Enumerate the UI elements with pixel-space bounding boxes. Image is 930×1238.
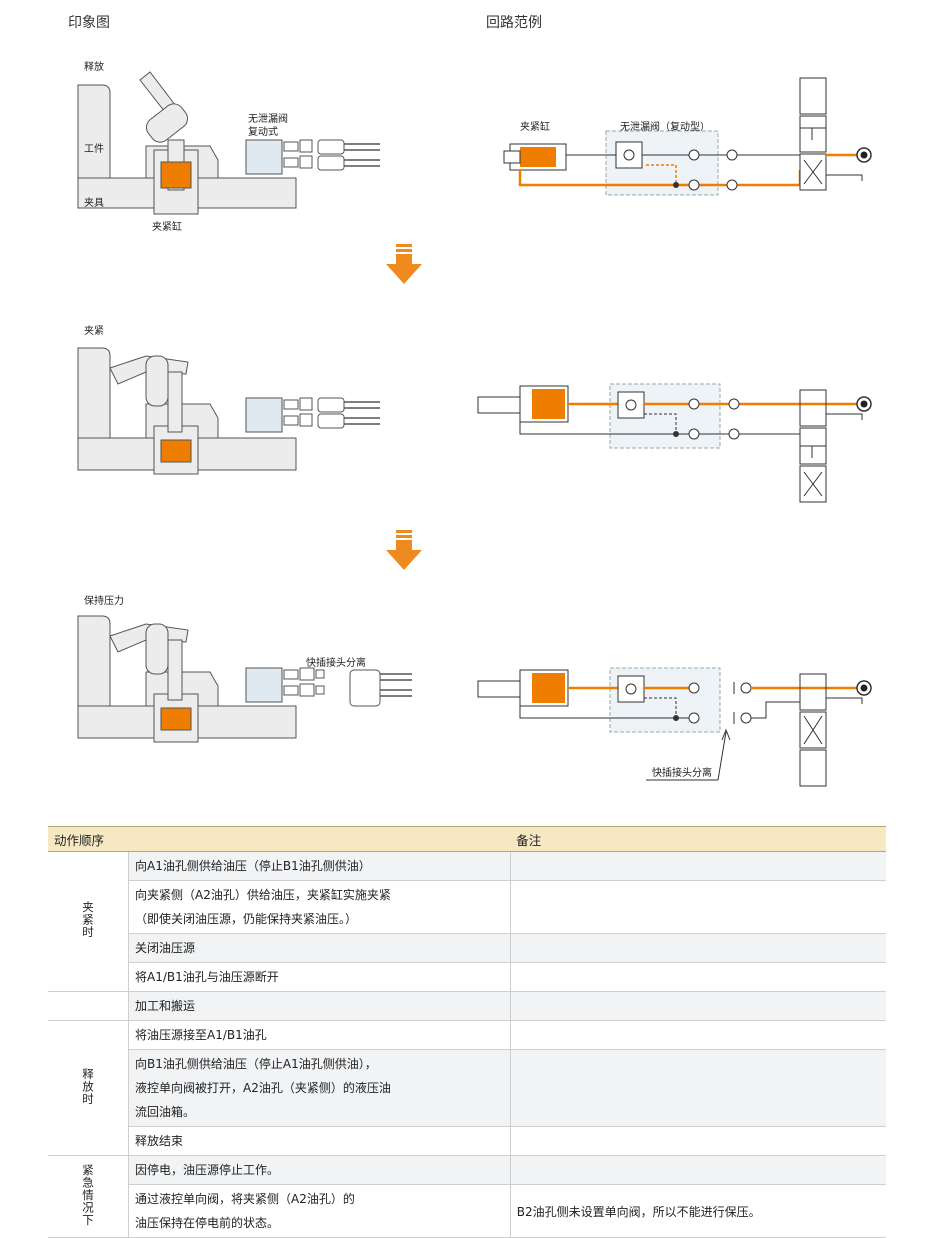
- step-cell: 向夹紧侧（A2油孔）供给油压，夹紧缸实施夹紧 （即使关闭油压源，仍能保持夹紧油压。…: [128, 880, 511, 934]
- step-cell: 将A1/B1油孔与油压源断开: [128, 962, 511, 992]
- note-cell: [510, 933, 886, 963]
- stage3-title: 保持压力: [84, 596, 124, 607]
- col-header-sequence: 动作顺序: [48, 826, 511, 852]
- step-text: 将油压源接至A1/B1油孔: [135, 1028, 267, 1042]
- group-label-cell: 紧急情况下: [48, 1155, 129, 1238]
- step-cell: 关闭油压源: [128, 933, 511, 963]
- col-header-note: 备注: [510, 826, 886, 852]
- table-row: 夹紧时 向A1油孔侧供给油压（停止B1油孔侧供油）: [48, 851, 886, 992]
- table-row: 释放时 将油压源接至A1/B1油孔: [48, 1020, 886, 1156]
- step-cell: 释放结束: [128, 1126, 511, 1156]
- step-cell: 向A1油孔侧供给油压（停止B1油孔侧供油）: [128, 851, 511, 881]
- step-cell: 通过液控单向阀，将夹紧侧（A2油孔）的油压保持在停电前的状态。: [128, 1184, 511, 1238]
- table-row: 向B1油孔侧供给油压（停止A1油孔侧供油）， 液控单向阀被打开，A2油孔（夹紧侧）…: [48, 1049, 886, 1127]
- step-text: 加工和搬运: [135, 999, 196, 1013]
- table-row: 通过液控单向阀，将夹紧侧（A2油孔）的油压保持在停电前的状态。B2油孔侧未设置单…: [48, 1184, 886, 1238]
- table-row: 加工和搬运: [48, 991, 886, 1021]
- group-label: 紧急情况下: [81, 1163, 95, 1227]
- arrow-down-icon: [386, 244, 422, 284]
- step-text: 释放结束: [135, 1134, 184, 1148]
- valve-label-1: 无泄漏阀: [248, 114, 288, 125]
- circuit-valve-label: 无泄漏阀（复动型）: [620, 122, 710, 133]
- note-cell: [510, 1049, 886, 1127]
- group-label-cell: 夹紧时: [48, 851, 129, 992]
- step-text: 向夹紧侧（A2油孔）供给油压，夹紧缸实施夹紧: [135, 888, 391, 902]
- fixture-label: 夹具: [84, 198, 104, 209]
- group-label: 释放时: [81, 1067, 95, 1106]
- step-text: （即使关闭油压源，仍能保持夹紧油压。）: [135, 912, 358, 926]
- step-text: 向A1油孔侧供给油压（停止B1油孔侧供油）: [135, 859, 371, 873]
- step-text: 流回油箱。: [135, 1105, 196, 1119]
- step-text: 关闭油压源: [135, 941, 196, 955]
- note-cell: [510, 1155, 886, 1185]
- step-text: 将A1/B1油孔与油压源断开: [135, 970, 279, 984]
- operation-sequence-table: 动作顺序 备注 夹紧时 向A1油孔侧供给油压（停止B1油孔侧供油） 向夹紧侧（A2油…: [48, 826, 886, 1238]
- separate-label: 快插接头分离: [306, 658, 366, 669]
- circuit-cylinder-label: 夹紧缸: [520, 122, 550, 133]
- step-text: 因停电，油压源停止工作。: [135, 1163, 280, 1177]
- note-cell: [510, 962, 886, 992]
- table-row: 释放结束: [48, 1126, 886, 1156]
- table-row: 关闭油压源: [48, 933, 886, 963]
- circuit-heading: 回路范例: [486, 15, 542, 31]
- table-row: 紧急情况下 因停电，油压源停止工作。: [48, 1155, 886, 1238]
- group-label-cell: 释放时: [48, 1020, 129, 1156]
- group-label-cell: [48, 991, 129, 1021]
- note-cell: B2油孔侧未设置单向阀，所以不能进行保压。: [510, 1184, 886, 1238]
- workpiece-label: 工件: [84, 144, 104, 155]
- step-cell: 向B1油孔侧供给油压（停止A1油孔侧供油）， 液控单向阀被打开，A2油孔（夹紧侧）…: [128, 1049, 511, 1127]
- circuit-separate-label: 快插接头分离: [652, 768, 712, 779]
- step-cell: 将油压源接至A1/B1油孔: [128, 1020, 511, 1050]
- note-cell: [510, 880, 886, 934]
- note-cell: [510, 1020, 886, 1050]
- impression-heading: 印象图: [68, 15, 110, 31]
- arrow-down-icon: [386, 530, 422, 570]
- step-cell: 因停电，油压源停止工作。: [128, 1155, 511, 1185]
- note-cell: [510, 991, 886, 1021]
- note-cell: [510, 1126, 886, 1156]
- step-text: 油压保持在停电前的状态。: [135, 1216, 280, 1230]
- valve-label-2: 复动式: [248, 127, 278, 138]
- step-text: 液控单向阀被打开，A2油孔（夹紧侧）的液压油: [135, 1081, 391, 1095]
- table-row: 向夹紧侧（A2油孔）供给油压，夹紧缸实施夹紧 （即使关闭油压源，仍能保持夹紧油压。…: [48, 880, 886, 934]
- table-row: 将A1/B1油孔与油压源断开: [48, 962, 886, 992]
- step-text: 通过液控单向阀，将夹紧侧（A2油孔）的: [135, 1192, 355, 1206]
- note-cell: [510, 851, 886, 881]
- stage1-title: 释放: [84, 62, 104, 73]
- cylinder-label: 夹紧缸: [152, 222, 182, 233]
- stage2-title: 夹紧: [84, 326, 104, 337]
- step-cell: 加工和搬运: [128, 991, 511, 1021]
- step-text: 向B1油孔侧供给油压（停止A1油孔侧供油），: [135, 1057, 377, 1071]
- group-label: 夹紧时: [81, 901, 95, 939]
